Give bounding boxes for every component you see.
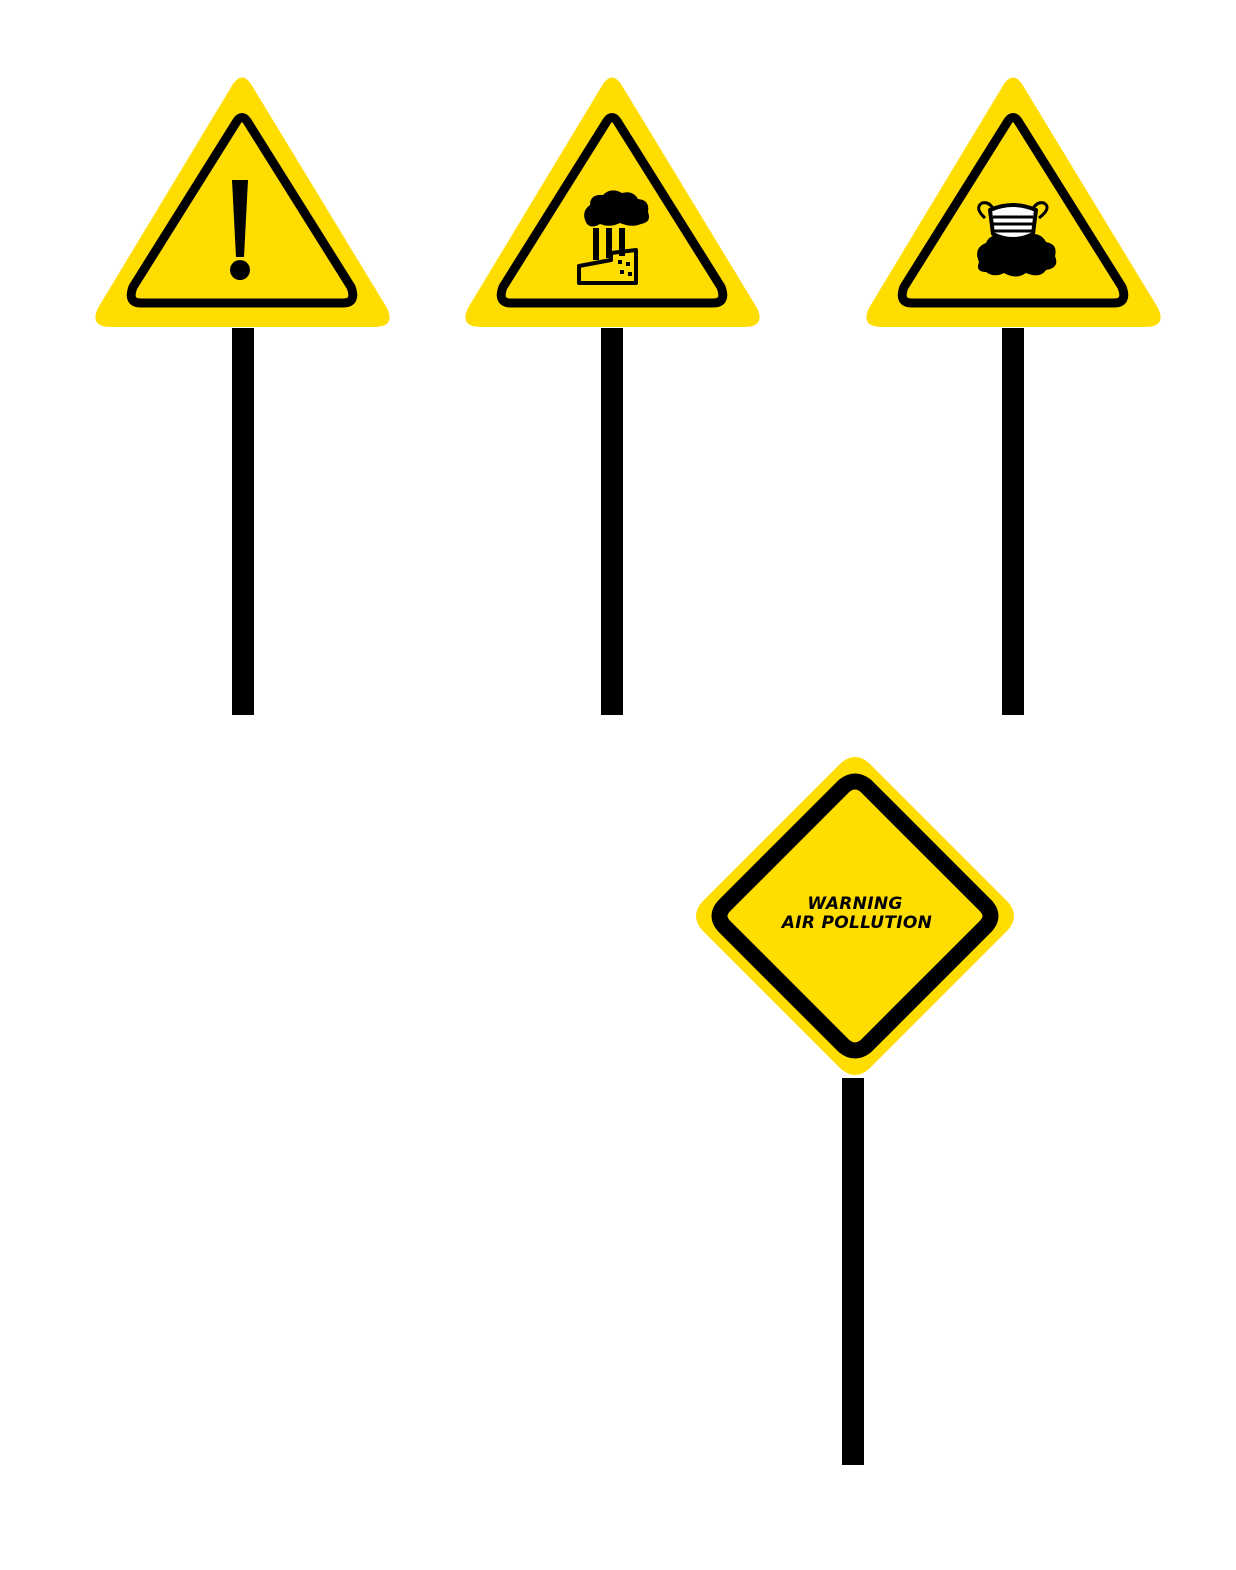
sign-border	[897, 113, 1129, 308]
face-mask-smog-icon	[977, 201, 1057, 277]
factory-smoke-icon	[577, 190, 650, 285]
sign-air-pollution-warning: WARNING AIR POLLUTION	[696, 757, 1014, 1465]
sign-factory-pollution	[465, 77, 760, 715]
sign-border	[711, 773, 999, 1059]
sign-post	[601, 328, 623, 715]
sign-text-line1: WARNING	[807, 894, 902, 914]
sign-board	[696, 757, 1014, 1075]
sign-board	[866, 77, 1161, 327]
sign-border	[126, 113, 358, 308]
exclamation-icon	[230, 180, 250, 280]
sign-mask-smog	[866, 77, 1161, 715]
sign-post	[232, 328, 254, 715]
sign-post	[1002, 328, 1024, 715]
sign-border	[496, 113, 728, 308]
sign-post	[842, 1078, 864, 1465]
sign-text-line2: AIR POLLUTION	[780, 913, 932, 933]
sign-general-warning	[95, 77, 390, 715]
